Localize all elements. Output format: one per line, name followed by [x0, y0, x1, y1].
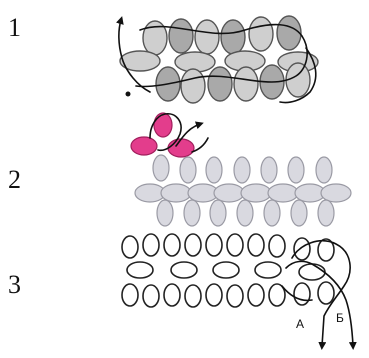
step-3-number: 3	[8, 270, 21, 299]
step-1-illustration	[116, 15, 319, 104]
label-a: А	[296, 317, 304, 331]
step-1-number: 1	[8, 13, 21, 42]
step-2-illustration	[130, 112, 352, 227]
label-b: Б	[336, 311, 344, 325]
step-3-illustration	[121, 233, 357, 350]
step-2-number: 2	[8, 165, 21, 194]
